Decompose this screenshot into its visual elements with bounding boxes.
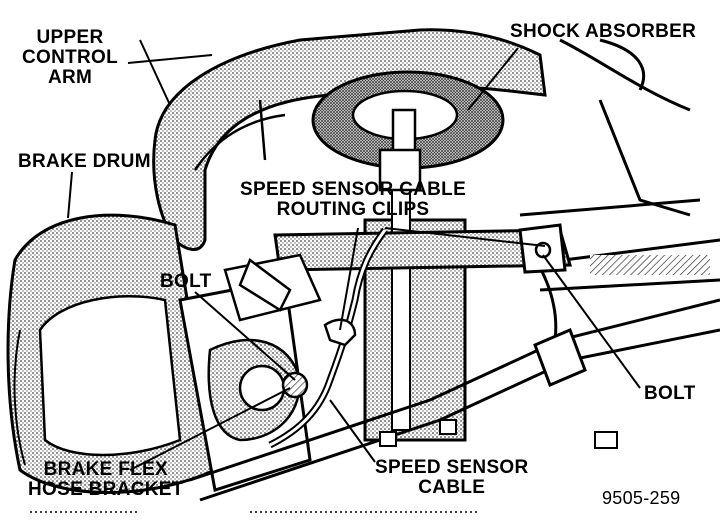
figure-number-text: 9505-259 — [602, 488, 681, 508]
label-upper-control-arm: UPPER CONTROL ARM — [22, 28, 118, 88]
label-bolt-right: BOLT — [644, 384, 696, 404]
label-shock-absorber-text: SHOCK ABSORBER — [510, 21, 697, 42]
label-bolt-right-text: BOLT — [644, 383, 696, 404]
label-routing-clips-line2: ROUTING CLIPS — [276, 199, 430, 220]
label-routing-clips-line1: SPEED SENSOR CABLE — [240, 179, 467, 200]
label-upper-control-arm-line3: ARM — [47, 67, 93, 88]
label-brake-drum: BRAKE DRUM — [18, 152, 151, 172]
label-shock-absorber: SHOCK ABSORBER — [510, 22, 696, 42]
label-brake-flex-hose-bracket: BRAKE FLEX HOSE BRACKET — [28, 460, 184, 500]
lower-bolts — [379, 419, 618, 449]
label-upper-control-arm-line2: CONTROL — [22, 47, 119, 68]
label-speed-sensor-cable: SPEED SENSOR CABLE — [375, 458, 529, 498]
label-brake-drum-text: BRAKE DRUM — [18, 151, 151, 172]
label-upper-control-arm-line1: UPPER — [36, 27, 104, 48]
hose-fitting — [518, 223, 587, 387]
label-bolt-left: BOLT — [160, 272, 212, 292]
brake-drum-shape — [6, 213, 217, 494]
label-speed-sensor-cable-line2: CABLE — [418, 477, 486, 498]
leader-lines — [67, 39, 641, 471]
label-speed-sensor-cable-line1: SPEED SENSOR — [375, 457, 529, 478]
figure-number: 9505-259 — [602, 488, 680, 508]
label-bolt-left-text: BOLT — [160, 271, 212, 292]
bolt-left-shape — [238, 258, 309, 399]
label-hose-bracket-line2: HOSE BRACKET — [28, 479, 184, 500]
label-hose-bracket-line1: BRAKE FLEX — [43, 459, 168, 480]
frame-rail-hatch — [590, 255, 710, 275]
shock-absorber-mount — [311, 70, 505, 172]
label-speed-sensor-cable-routing-clips: SPEED SENSOR CABLE ROUTING CLIPS — [240, 180, 466, 220]
routing-clip-shape — [323, 318, 357, 347]
